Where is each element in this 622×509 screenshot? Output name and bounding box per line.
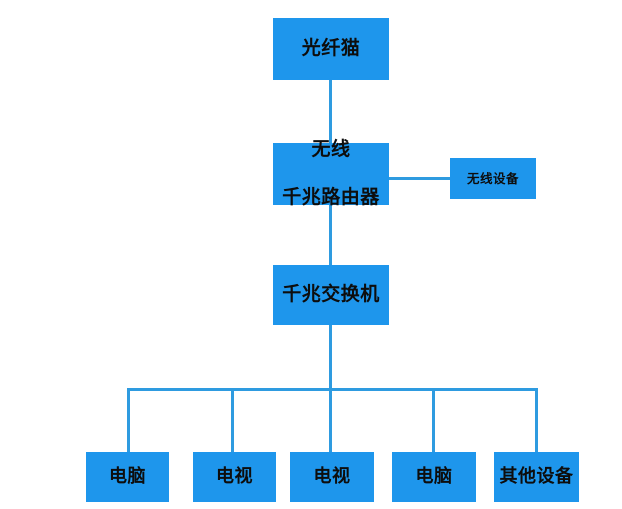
node-leaf-3-label: 电脑	[415, 466, 453, 487]
node-wireless-gigabit-router-label: 无线千兆路由器	[273, 138, 389, 211]
connector-bus-to-leaf-4	[535, 388, 538, 452]
node-wireless-devices: 无线设备	[450, 158, 536, 199]
node-gigabit-switch-label: 千兆交换机	[282, 283, 380, 305]
node-fiber-modem-label: 光纤猫	[301, 37, 361, 59]
connector-bus-to-leaf-0	[127, 388, 130, 452]
node-leaf-0-label: 电脑	[109, 466, 146, 487]
node-leaf-0: 电脑	[86, 452, 169, 502]
node-wireless-devices-label: 无线设备	[466, 171, 519, 186]
connector-bus-to-leaf-3	[432, 388, 435, 452]
distribution-bus-line	[127, 388, 538, 391]
node-router-label-line1: 无线	[311, 138, 351, 160]
node-leaf-2-label: 电视	[313, 466, 351, 487]
connector-modem-to-router	[329, 80, 332, 143]
node-router-label-line2: 千兆路由器	[282, 187, 380, 209]
node-leaf-3: 电脑	[392, 452, 476, 502]
connector-switch-to-bus	[329, 325, 332, 390]
node-leaf-2: 电视	[290, 452, 374, 502]
node-fiber-modem: 光纤猫	[273, 18, 389, 80]
node-leaf-4-label: 其他设备	[499, 466, 574, 487]
connector-bus-to-leaf-1	[231, 388, 234, 452]
node-leaf-1: 电视	[193, 452, 276, 502]
connector-bus-to-leaf-2	[329, 388, 332, 452]
connector-router-to-wireless-devices	[389, 177, 450, 180]
connector-router-to-switch	[329, 205, 332, 265]
node-wireless-gigabit-router: 无线千兆路由器	[273, 139, 389, 208]
node-gigabit-switch: 千兆交换机	[273, 265, 389, 325]
node-leaf-4: 其他设备	[494, 452, 579, 502]
node-leaf-1-label: 电视	[216, 466, 253, 487]
